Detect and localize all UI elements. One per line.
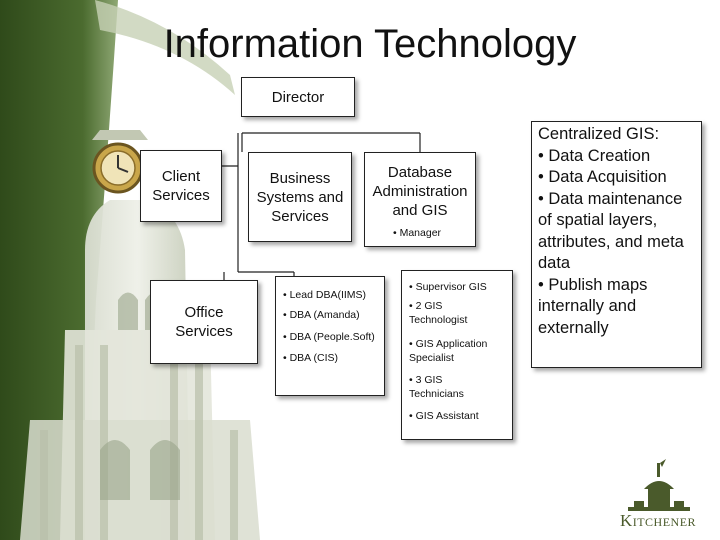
business-systems-box: Business Systems and Services [248, 152, 352, 242]
callout-line: attributes, and meta [538, 232, 684, 251]
gis-item: • GIS Application Specialist [409, 338, 488, 364]
callout-line: • Data Creation [538, 146, 651, 165]
gis-item: • Supervisor GIS [409, 281, 487, 293]
gis-item: • GIS Assistant [409, 410, 479, 422]
callout-line: externally [538, 318, 609, 337]
database-admin-gis-box: Database Administration and GIS • Manage… [364, 152, 476, 247]
kitchener-logo-text: Kitchener [619, 511, 697, 530]
office-services-box: Office Services [150, 280, 258, 364]
callout-line: • Publish maps [538, 275, 648, 294]
client-services-box: Client Services [140, 150, 222, 222]
callout-line: • Data Acquisition [538, 168, 667, 186]
page-title: Information Technology [163, 22, 577, 66]
gis-staff-box: • Supervisor GIS • 2 GIS Technologist • … [401, 270, 513, 440]
director-box: Director [241, 77, 355, 117]
callout-line: • Data maintenance [538, 189, 683, 208]
dba-item: • DBA (People.Soft) [283, 331, 375, 343]
gis-item: • 2 GIS Technologist [409, 300, 468, 326]
dba-item: • DBA (CIS) [283, 352, 339, 364]
callout-line: of spatial layers, [538, 211, 658, 229]
callout-line: Centralized GIS: [538, 125, 660, 143]
manager-item: • Manager [393, 227, 442, 239]
dba-item: • Lead DBA(IIMS) [283, 289, 367, 301]
database-admin-gis-label: Database Administration and GIS [372, 164, 468, 219]
gis-item: • 3 GIS Technicians [409, 374, 464, 400]
callout-line: internally and [538, 297, 637, 315]
dba-staff-box: • Lead DBA(IIMS) • DBA (Amanda) • DBA (P… [275, 276, 385, 396]
callout-line: data [538, 254, 571, 272]
dba-item: • DBA (Amanda) [283, 309, 360, 321]
centralized-gis-callout: Centralized GIS: • Data Creation • Data … [531, 121, 702, 368]
kitchener-logo-icon [628, 459, 690, 511]
